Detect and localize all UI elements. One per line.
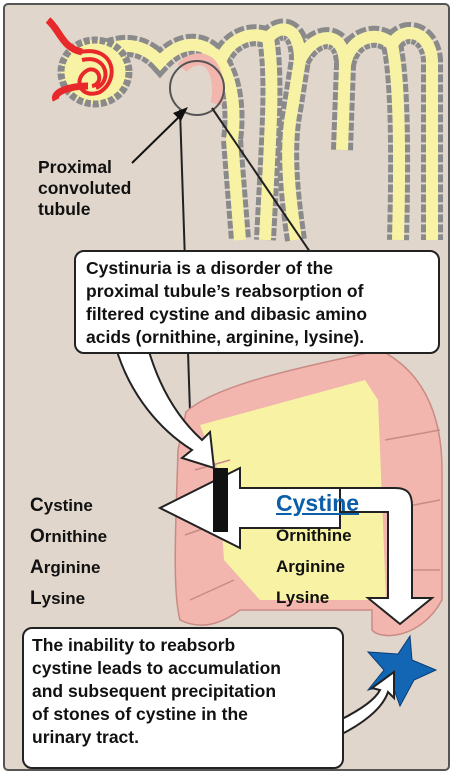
lumen-ornithine: Ornithine <box>276 526 352 546</box>
callout-bottom-line-5: urinary tract. <box>32 726 338 749</box>
reabsorbed-item-ornithine: Ornithine <box>30 527 107 547</box>
callout-top-line-3: filtered cystine and dibasic amino <box>86 303 438 326</box>
proximal-label-line-2: convoluted <box>38 178 131 199</box>
reabsorbed-rest: ystine <box>44 496 93 515</box>
callout-top-text: Cystinuria is a disorder of the proximal… <box>86 257 438 349</box>
reabsorbed-initial: A <box>30 557 44 578</box>
reabsorbed-item-lysine: Lysine <box>30 589 85 609</box>
reabsorbed-rest: rnithine <box>45 527 107 546</box>
lumen-arginine: Arginine <box>276 557 345 577</box>
callout-top-line-4: acids (ornithine, arginine, lysine). <box>86 326 438 349</box>
callout-bottom-line-2: cystine leads to accumulation <box>32 657 338 680</box>
lumen-cystine-highlight: Cystine <box>276 490 359 517</box>
proximal-label-line-3: tubule <box>38 199 131 220</box>
reabsorbed-rest: rginine <box>44 558 101 577</box>
proximal-tubule-label: Proximal convoluted tubule <box>38 157 131 220</box>
proximal-label-line-1: Proximal <box>38 157 131 178</box>
callout-bottom-line-4: of stones of cystine in the <box>32 703 338 726</box>
reabsorbed-initial: L <box>30 588 42 609</box>
callout-bottom-line-1: The inability to reabsorb <box>32 634 338 657</box>
callout-top-line-2: proximal tubule’s reabsorption of <box>86 280 438 303</box>
reabsorbed-item-arginine: Arginine <box>30 558 100 578</box>
callout-top-line-1: Cystinuria is a disorder of the <box>86 257 438 280</box>
reabsorbed-initial: O <box>30 526 45 547</box>
lumen-lysine: Lysine <box>276 588 329 608</box>
reabsorbed-item-cystine: Cystine <box>30 496 93 516</box>
reabsorbed-rest: ysine <box>42 589 85 608</box>
callout-bottom-line-3: and subsequent precipitation <box>32 680 338 703</box>
callout-bottom-text: The inability to reabsorb cystine leads … <box>32 634 338 749</box>
reabsorbed-initial: C <box>30 495 44 516</box>
defective-transporter <box>213 468 228 532</box>
